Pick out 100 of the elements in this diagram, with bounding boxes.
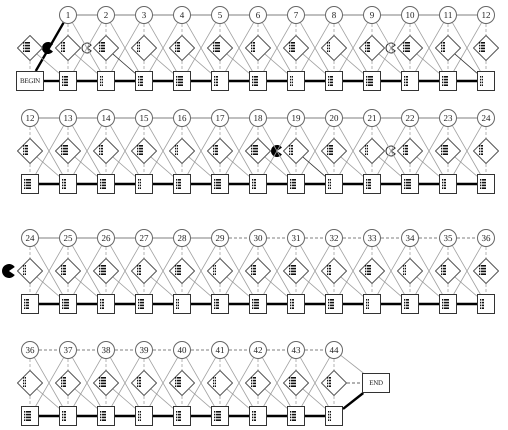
connector-line	[115, 302, 135, 306]
histogram-diamond	[321, 35, 347, 61]
connector-line	[191, 80, 211, 82]
state-number: 30	[254, 234, 262, 242]
connector-line	[419, 302, 439, 306]
connector-line	[343, 80, 363, 82]
histogram-box	[135, 294, 153, 314]
connector-line	[153, 80, 173, 82]
numbered-circle	[211, 109, 229, 127]
connector-line	[419, 80, 439, 82]
histogram-box	[21, 174, 39, 194]
state-number: 35	[444, 234, 452, 242]
histogram-box	[287, 294, 305, 314]
histogram-diamond	[397, 35, 423, 61]
histogram-diamond	[55, 35, 81, 61]
state-number: 44	[330, 346, 338, 354]
numbered-circle	[135, 109, 153, 127]
histogram-diamond	[55, 370, 81, 396]
state-number: 11	[444, 10, 452, 20]
numbered-circle	[59, 229, 77, 247]
state-number: 26	[102, 234, 110, 242]
terminal-box	[16, 71, 44, 91]
numbered-circle	[363, 109, 381, 127]
connector-line	[152, 14, 174, 16]
histogram-box	[59, 174, 77, 194]
histogram-diamond	[169, 138, 195, 164]
state-number: 12	[26, 114, 34, 122]
state-number: 10	[406, 10, 414, 20]
histogram-diamond	[207, 138, 233, 164]
histogram-box	[401, 174, 419, 194]
histogram-diamond	[245, 370, 271, 396]
connector-line	[378, 156, 402, 177]
connector-line	[112, 156, 136, 177]
histogram-diamond	[359, 258, 385, 284]
connector-line	[74, 276, 98, 297]
state-number: 39	[140, 346, 148, 354]
connector-line	[343, 302, 363, 306]
histogram-box	[21, 406, 39, 426]
histogram-diamond	[473, 258, 499, 284]
state-number: 24	[482, 114, 490, 122]
numbered-circle	[401, 109, 419, 127]
state-number: 21	[368, 114, 376, 122]
numbered-circle	[135, 229, 153, 247]
numbered-circle	[325, 341, 343, 359]
histogram-diamond	[207, 258, 233, 284]
connector-line	[188, 54, 212, 74]
connector-line	[115, 80, 135, 82]
connector-line	[457, 182, 477, 186]
connector-line	[76, 14, 98, 16]
connector-line	[188, 276, 212, 297]
state-number: 23	[444, 114, 452, 122]
state-number: 31	[292, 234, 300, 242]
numbered-circle	[211, 6, 229, 24]
connector-line	[342, 14, 364, 16]
numbered-circle	[21, 109, 39, 127]
histogram-diamond	[55, 138, 81, 164]
state-number: 29	[216, 234, 224, 242]
histogram-box	[325, 71, 343, 91]
histogram-diamond	[245, 138, 271, 164]
state-number: 20	[330, 114, 338, 122]
connector-line	[267, 414, 287, 418]
histogram-diamond	[473, 35, 499, 61]
connector-line	[150, 276, 174, 297]
histogram-diamond	[17, 258, 43, 284]
histogram-box	[325, 174, 343, 194]
state-number: 18	[254, 114, 262, 122]
histogram-box	[173, 71, 191, 91]
numbered-circle	[173, 6, 191, 24]
connector-line	[191, 302, 211, 306]
connector-line	[304, 14, 326, 16]
connector-line	[115, 414, 135, 418]
connector-line	[381, 80, 401, 82]
histogram-box	[249, 406, 267, 426]
connector-line	[264, 276, 288, 297]
connector-line	[305, 182, 325, 186]
histogram-diamond	[283, 35, 309, 61]
histogram-diamond	[283, 138, 309, 164]
histogram-diamond	[169, 258, 195, 284]
connector-line	[150, 388, 174, 409]
histogram-diamond	[435, 35, 461, 61]
histogram-box	[97, 294, 115, 314]
histogram-diamond	[93, 370, 119, 396]
histogram-diamond	[359, 138, 385, 164]
histogram-diamond	[169, 35, 195, 61]
numbered-circle	[135, 341, 153, 359]
connector-line	[39, 302, 59, 306]
connector-line	[153, 414, 173, 418]
numbered-circle	[477, 6, 495, 24]
histogram-box	[477, 174, 495, 194]
numbered-circle	[21, 229, 39, 247]
connector-line	[229, 80, 249, 82]
numbered-circle	[249, 6, 267, 24]
state-number: 36	[26, 346, 34, 354]
numbered-circle	[59, 6, 77, 24]
histogram-box	[439, 294, 457, 314]
connector-line	[378, 54, 402, 74]
connector-line	[112, 388, 136, 409]
histogram-diamond	[93, 258, 119, 284]
state-number: 4	[180, 10, 184, 20]
histogram-box	[97, 406, 115, 426]
